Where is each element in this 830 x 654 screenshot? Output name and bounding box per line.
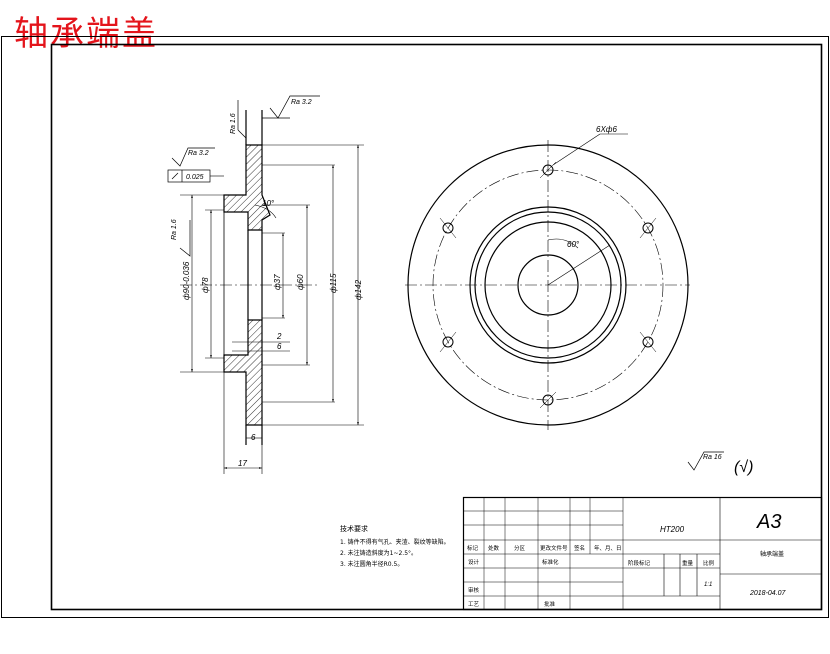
tb-header-zone: 分区 [514,544,526,552]
tb-scale: 比例 [703,559,715,567]
tb-process: 工艺 [468,601,480,608]
roughness-left-upper-symbol: Ra 3.2 [171,147,215,167]
roughness-side-symbol: Ra 1.6 [230,100,247,139]
dim-d142-label: ф142 [354,279,363,300]
note-item: 1. 铸件不得有气孔、夹渣、裂纹等缺陷。 [340,538,450,546]
tb-stage-mark: 阶段标记 [628,559,651,567]
svg-text:Ra 1.6: Ra 1.6 [230,113,237,134]
tb-approve: 批准 [544,600,556,608]
front-view: 6Xф6 60° [405,125,690,430]
dim-6-label: 6 [277,342,282,351]
material-label: HT200 [660,525,685,534]
tolerance-frame: 0.025 [167,169,224,183]
svg-text:0.025: 0.025 [186,174,204,181]
tb-header-docno: 更改文件号 [540,544,568,552]
tb-header-mark: 标记 [467,544,479,552]
inner-frame [50,43,823,611]
tb-designer: 设计 [468,558,480,566]
svg-text:Ra 16: Ra 16 [703,454,722,461]
dim-d60-label: ф60 [296,274,305,290]
bolt-hole [439,331,457,353]
angle-10-label: 10° [262,199,275,208]
svg-text:Ra 3.2: Ra 3.2 [291,99,312,106]
section-view: ф142 ф115 ф60 ф37 ф90-0.036 ф78 2 6 6 17… [167,95,364,474]
svg-text:Ra 3.2: Ra 3.2 [188,150,209,157]
note-item: 3. 未注圆角半径R0.5。 [340,560,403,568]
bolt-hole [439,217,457,239]
dim-d37-label: ф37 [273,274,282,290]
tb-weight: 重量 [682,559,694,567]
sheet-size-label: A3 [756,511,781,533]
outer-frame [1,36,829,618]
tb-header-sign: 签名 [574,544,585,552]
tb-header-count: 处数 [488,544,500,552]
technical-notes: 技术要求 1. 铸件不得有气孔、夹渣、裂纹等缺陷。 2. 未注铸造斜度为1~2.… [340,524,450,568]
dim-2-label: 2 [276,332,282,341]
drawing-title: 轴承端盖 [14,14,158,54]
title-block: HT200 A3 轴承端盖 2018-04.07 标记 处数 分区 更改文件号 … [462,496,823,611]
bolt-hole [539,391,557,409]
notes-heading: 技术要求 [340,524,368,533]
holes-label: 6Xф6 [596,125,617,134]
tb-standardization: 标准化 [542,558,559,566]
svg-text:Ra 1.6: Ra 1.6 [171,219,178,240]
tb-header-date: 年、月、日 [594,544,622,552]
dim-d78-label: ф78 [201,277,210,293]
roughness-left-mid-symbol: Ra 1.6 [171,219,191,257]
dim-d90-label: ф90-0.036 [182,261,191,300]
section-hatch-upper [223,144,271,231]
tb-scale-value: 1:1 [704,582,712,588]
dim-17-label: 17 [238,459,247,468]
date-label: 2018-04.07 [749,590,787,597]
general-roughness: Ra 16 (√) [687,451,753,476]
roughness-top-symbol: Ra 3.2 [262,95,320,119]
bolt-hole [639,217,657,239]
bolt-hole [639,331,657,353]
dim-6b-label: 6 [251,433,256,442]
angle-60-label: 60° [567,240,580,249]
part-name-label: 轴承端盖 [760,550,784,558]
section-hatch-lower [223,319,263,426]
tb-reviewer: 审核 [468,586,480,594]
note-item: 2. 未注铸造斜度为1~2.5°。 [340,549,417,557]
dim-d115-label: ф115 [329,273,338,293]
svg-text:(√): (√) [734,459,753,476]
